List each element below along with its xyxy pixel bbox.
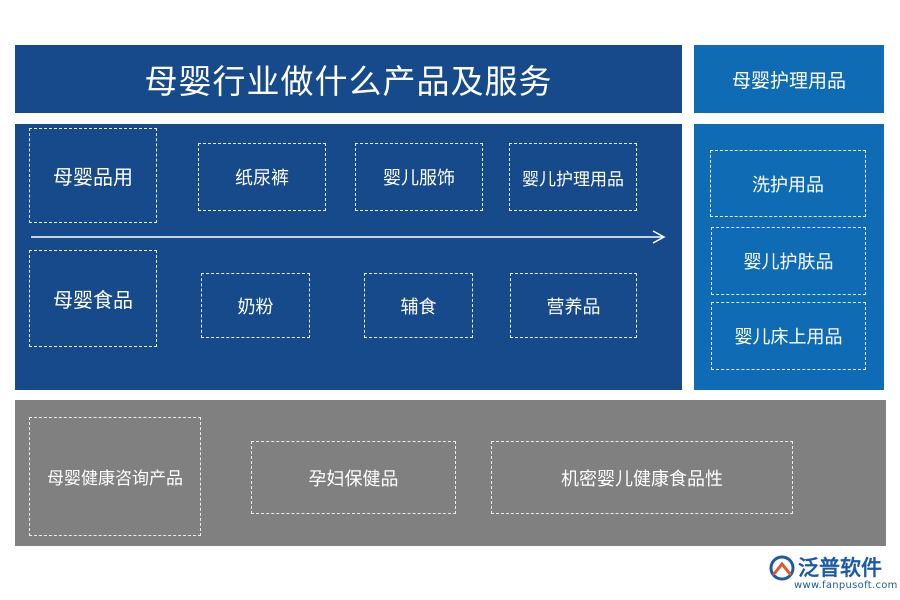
side-item-box: 洗护用品	[710, 150, 866, 217]
brand-logo-icon	[769, 555, 795, 581]
brand-logo: 泛普软件 www.fanpusoft.com	[768, 552, 897, 596]
side-item-box: 婴儿护肤品	[711, 227, 866, 295]
item-box: 营养品	[510, 273, 637, 338]
bottom-item-box: 孕妇保健品	[251, 441, 456, 514]
brand-logo-url: www.fanpusoft.com	[794, 580, 898, 591]
side-panel	[694, 124, 884, 390]
item-box: 婴儿服饰	[355, 143, 483, 211]
item-label: 婴儿护理用品	[522, 169, 624, 190]
category-label: 母婴食品	[53, 288, 133, 312]
side-item-label: 洗护用品	[752, 174, 824, 196]
item-label: 婴儿服饰	[383, 168, 455, 189]
category-box-products: 母婴品用	[29, 128, 157, 223]
bottom-item-label: 机密婴儿健康食品性	[561, 468, 723, 490]
item-label: 营养品	[546, 296, 601, 318]
page-title: 母婴行业做什么产品及服务	[15, 45, 682, 113]
brand-logo-name: 泛普软件	[798, 556, 882, 580]
bottom-item-box: 机密婴儿健康食品性	[491, 441, 793, 514]
side-panel-title: 母婴护理用品	[694, 45, 884, 113]
flow-arrow	[31, 230, 666, 244]
bottom-panel	[15, 400, 886, 546]
bottom-item-label: 孕妇保健品	[308, 468, 399, 490]
page-title-text: 母婴行业做什么产品及服务	[144, 62, 553, 101]
main-panel	[15, 124, 682, 390]
flow-arrow-head	[652, 230, 666, 244]
item-box: 婴儿护理用品	[509, 143, 637, 211]
item-label: 奶粉	[237, 296, 274, 318]
category-box-food: 母婴食品	[29, 250, 157, 347]
item-box: 辅食	[364, 273, 473, 338]
category-label: 母婴品用	[53, 165, 133, 189]
item-box: 奶粉	[201, 273, 310, 338]
side-item-box: 婴儿床上用品	[711, 302, 866, 370]
bottom-category-box: 母婴健康咨询产品	[29, 417, 201, 536]
side-item-label: 婴儿床上用品	[734, 327, 843, 348]
item-box: 纸尿裤	[198, 143, 326, 211]
bottom-category-label: 母婴健康咨询产品	[47, 469, 183, 489]
side-item-label: 婴儿护肤品	[743, 252, 834, 273]
item-label: 辅食	[400, 296, 437, 318]
item-label: 纸尿裤	[235, 168, 289, 189]
side-panel-title-text: 母婴护理用品	[731, 69, 846, 92]
